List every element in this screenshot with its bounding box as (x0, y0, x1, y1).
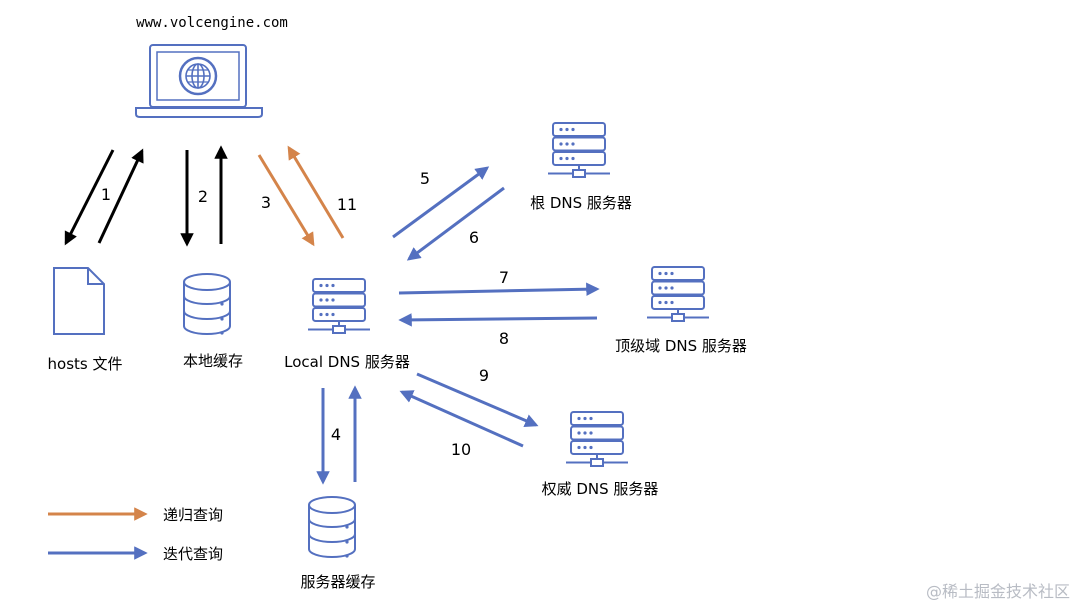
legend-recursive-label: 递归查询 (163, 506, 223, 524)
watermark: @稀土掘金技术社区 (926, 582, 1070, 601)
step-label-1: 1 (101, 185, 111, 204)
auth-dns-server-icon (565, 411, 629, 467)
step-label-8: 8 (499, 329, 509, 348)
laptop-globe-icon (135, 44, 263, 118)
step-label-7: 7 (499, 268, 509, 287)
arrow-step-7 (398, 282, 600, 296)
local-dns-server-icon (307, 278, 371, 334)
tld-dns-server-icon (646, 266, 710, 322)
domain-label: www.volcengine.com (136, 15, 288, 31)
arrow-step-5 (392, 166, 490, 239)
root-dns-label: 根 DNS 服务器 (530, 194, 632, 212)
arrow-step-1-out (64, 149, 115, 246)
arrow-step-9 (416, 372, 539, 427)
arrow-step-11 (287, 145, 345, 239)
arrow-step-3 (257, 154, 315, 247)
document-icon (53, 267, 105, 335)
step-label-10: 10 (451, 440, 471, 459)
local-cache-database-icon (183, 273, 231, 336)
server-cache-database-icon (308, 496, 356, 559)
step-label-3: 3 (261, 193, 271, 212)
step-label-6: 6 (469, 228, 479, 247)
arrow-step-10 (399, 390, 524, 448)
step-label-9: 9 (479, 366, 489, 385)
auth-dns-label: 权威 DNS 服务器 (542, 480, 659, 498)
legend-iterative-label: 迭代查询 (163, 545, 223, 563)
arrow-step-6 (406, 186, 505, 261)
hosts-file-label: hosts 文件 (48, 355, 123, 373)
arrow-step-1-back (97, 148, 144, 244)
tld-dns-label: 顶级域 DNS 服务器 (615, 337, 747, 355)
step-label-11: 11 (337, 195, 357, 214)
root-dns-server-icon (547, 122, 611, 178)
legend: 递归查询 迭代查询 (48, 506, 223, 563)
arrow-step-8 (398, 313, 598, 327)
server-cache-label: 服务器缓存 (300, 573, 375, 591)
step-label-4: 4 (331, 425, 341, 444)
step-label-2: 2 (198, 187, 208, 206)
local-cache-label: 本地缓存 (183, 352, 243, 370)
local-dns-label: Local DNS 服务器 (284, 353, 410, 371)
step-label-5: 5 (420, 169, 430, 188)
